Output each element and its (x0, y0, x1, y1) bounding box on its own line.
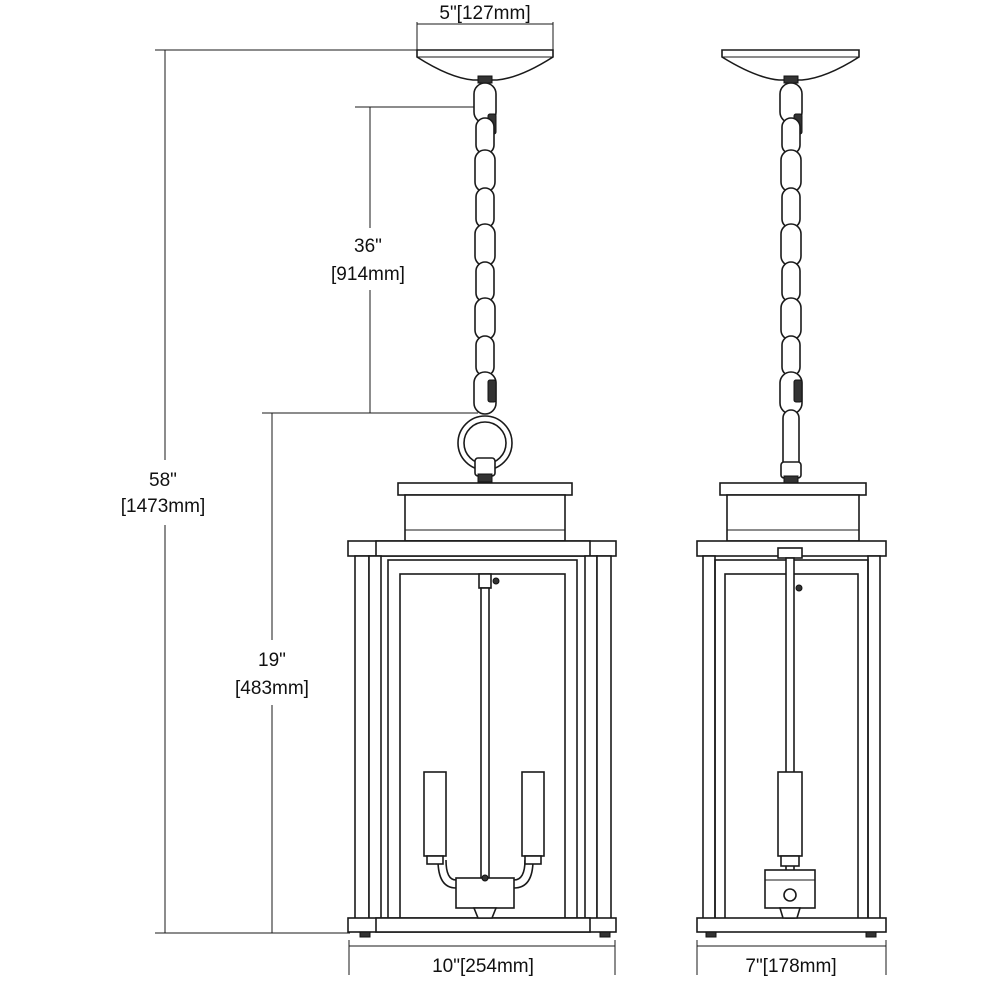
side-chain (779, 82, 803, 471)
front-chain (473, 82, 497, 415)
front-width-label: 10"[254mm] (432, 956, 534, 977)
overall-height-mm-label: [1473mm] (121, 496, 205, 517)
canopy-width-label: 5"[127mm] (439, 3, 530, 24)
fixture-height-mm-label: [483mm] (235, 678, 309, 699)
front-view-lantern (347, 49, 617, 938)
side-width-label: 7"[178mm] (745, 956, 836, 977)
side-view-lantern (696, 49, 887, 938)
overall-height-inches-label: 58" (149, 470, 177, 491)
chain-length-inches-label: 36" (354, 236, 382, 257)
fixture-height-inches-label: 19" (258, 650, 286, 671)
chain-length-mm-label: [914mm] (331, 264, 405, 285)
dimension-lines (155, 22, 887, 975)
